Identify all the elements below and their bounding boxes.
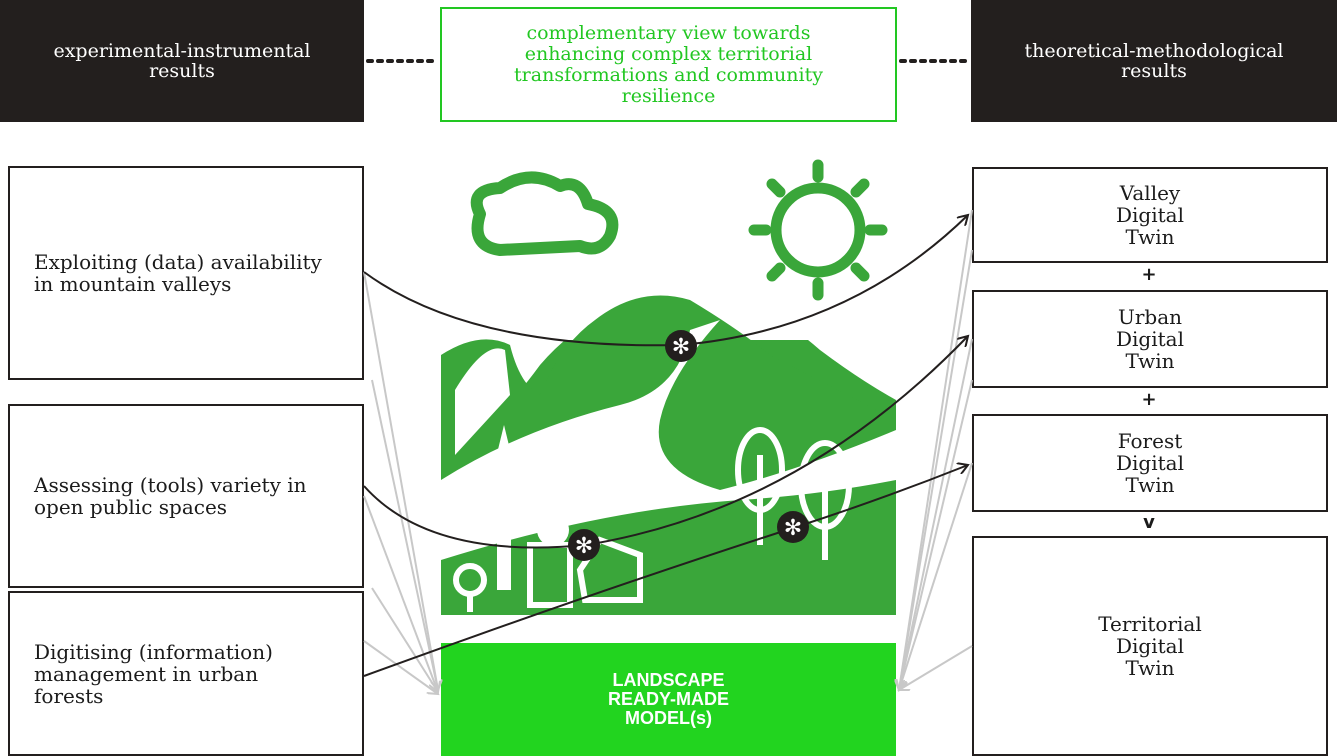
header-right-box: theoretical-methodological results [971,0,1337,122]
svg-text:✻: ✻ [575,534,593,559]
separator-plus-2: + [1141,389,1157,410]
right-box-text: Urban Digital Twin [1116,305,1184,373]
left-box-mountain-valleys: Exploiting (data) availability in mounta… [8,166,364,380]
header-left-text: experimental-instrumental results [53,40,311,82]
right-box-text: Valley Digital Twin [1116,181,1184,249]
header-left-box: experimental-instrumental results [0,0,364,122]
right-box-text: Forest Digital Twin [1116,429,1184,497]
left-box-text: Exploiting (data) availability in mounta… [34,250,322,296]
separator-v: v [1143,512,1155,533]
left-box-text: Digitising (information) management in u… [34,639,273,708]
header-center-text: complementary view towards enhancing com… [514,21,823,107]
landscape-model-label: LANDSCAPE READY-MADE MODEL(s) [607,670,729,728]
left-box-open-public-spaces: Assessing (tools) variety in open public… [8,404,364,588]
asterisk-marker: ✻ [665,330,697,362]
right-box-valley-twin: Valley Digital Twin [972,167,1328,263]
svg-text:✻: ✻ [672,335,690,360]
header-center-box: complementary view towards enhancing com… [440,7,897,122]
right-box-territorial-twin: Territorial Digital Twin [972,536,1328,756]
landscape-model-box: LANDSCAPE READY-MADE MODEL(s) [441,643,896,756]
asterisk-marker: ✻ [777,511,809,543]
right-box-urban-twin: Urban Digital Twin [972,290,1328,388]
left-box-urban-forests: Digitising (information) management in u… [8,591,364,756]
right-box-forest-twin: Forest Digital Twin [972,414,1328,512]
svg-text:✻: ✻ [784,516,802,541]
right-box-text: Territorial Digital Twin [1098,612,1202,680]
asterisk-marker: ✻ [568,529,600,561]
separator-plus-1: + [1141,264,1157,285]
header-right-text: theoretical-methodological results [1024,40,1284,82]
left-box-text: Assessing (tools) variety in open public… [34,473,307,519]
